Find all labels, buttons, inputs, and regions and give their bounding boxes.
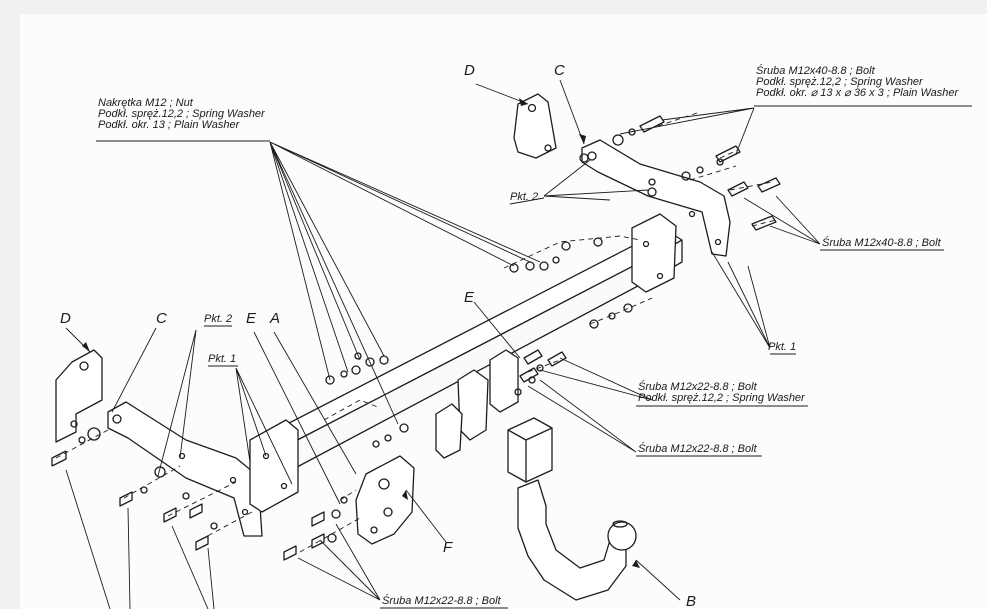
label-d-right: D [464, 62, 475, 79]
callout-line: Podkł. spręż.12,2 ; Spring Washer [756, 76, 923, 88]
callout-underlines [96, 105, 972, 609]
label-e-left: E [246, 310, 257, 327]
callout-bolt-m12x22-mid: Śruba M12x22-8.8 ; Bolt [638, 443, 757, 455]
callout-nut-group: Nakrętka M12 ; Nut Podkł. spręż.12,2 ; S… [98, 98, 265, 131]
callout-line: Śruba M12x40-8.8 ; Bolt [756, 65, 875, 77]
pkt2-left: Pkt. 2 [204, 313, 233, 325]
label-f: F [443, 539, 453, 556]
center-plates [435, 349, 519, 459]
callout-line: Śruba M12x22-8.8 ; Bolt [638, 381, 757, 393]
label-d-left: D [60, 310, 71, 327]
callout-line: Podkł. okr. 13 ; Plain Washer [98, 119, 240, 131]
label-c-right: C [554, 62, 565, 79]
callout-bolt-top-group: Śruba M12x40-8.8 ; Bolt Podkł. spręż.12,… [756, 66, 958, 99]
right-end-plate [631, 213, 677, 293]
bolts [51, 115, 781, 561]
socket-box [507, 417, 553, 483]
label-a: A [270, 310, 281, 327]
paper-background [20, 14, 987, 609]
callout-bolt-m12x22-group: Śruba M12x22-8.8 ; Bolt Podkł. spręż.12,… [638, 382, 805, 404]
callout-bolt-m12x22-bottom: Śruba M12x22-8.8 ; Bolt [382, 595, 501, 607]
callout-bolt-m12x40: Śruba M12x40-8.8 ; Bolt [822, 237, 941, 249]
left-plate [55, 349, 103, 443]
callout-line: Podkł. spręż.12,2 ; Spring Washer [98, 108, 265, 120]
label-b: B [686, 593, 697, 609]
hitch-mount [355, 455, 415, 545]
leader-lines [65, 79, 821, 609]
right-plate [513, 93, 557, 159]
washers-nuts [78, 128, 724, 543]
assembly-lines [55, 111, 777, 553]
tow-ball-arm [517, 479, 637, 601]
pkt1-left: Pkt. 1 [208, 353, 237, 365]
arrowheads [82, 98, 640, 568]
callout-line: Podkł. okr. ⌀ 13 x ⌀ 36 x 3 ; Plain Wash… [756, 87, 959, 99]
label-c-left: C [156, 310, 167, 327]
label-e-center: E [464, 289, 475, 306]
right-bracket [581, 139, 731, 257]
pkt2-right: Pkt. 2 [510, 191, 539, 203]
left-end-plate [249, 419, 299, 513]
callout-line: Nakrętka M12 ; Nut [98, 97, 193, 109]
callout-line: Podkł. spręż.12,2 ; Spring Washer [638, 392, 805, 404]
pkt1-right: Pkt. 1 [768, 341, 797, 353]
left-bracket [107, 401, 263, 537]
